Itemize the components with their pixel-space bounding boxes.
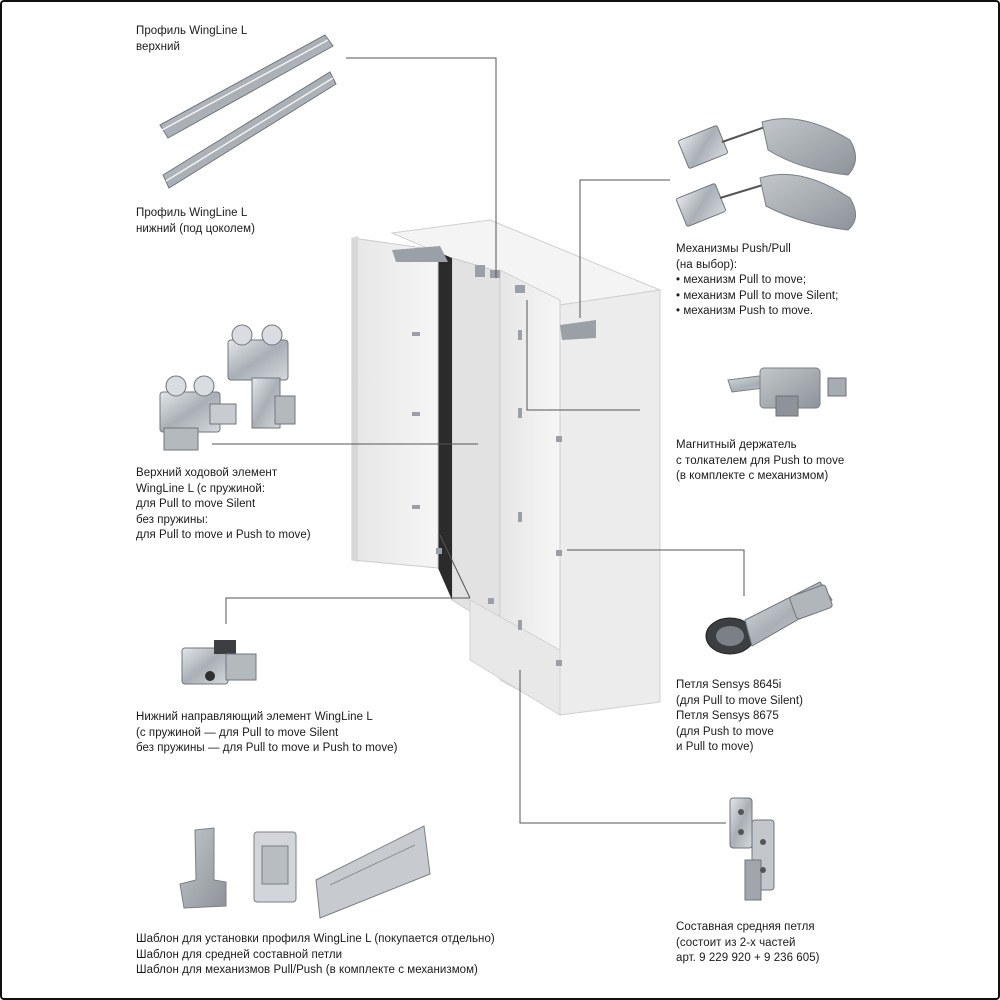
label-bottom-profile: Профиль WingLine L нижний (под цоколем) — [136, 206, 255, 237]
label-magnetic-holder: Магнитный держатель с толкателем для Pus… — [676, 438, 844, 485]
label-bottom-guide-line-3: без пружины — для Pull to move и Push to… — [136, 742, 398, 754]
label-top-runner-line-5: для Pull to move и Push to move) — [136, 529, 311, 541]
cabinet-gap — [438, 252, 452, 600]
label-push-pull-line-4: • механизм Pull to move Silent; — [676, 289, 839, 302]
callout-push-pull — [579, 179, 670, 318]
label-templates-line-3: Шаблон для механизмов Pull/Push (в компл… — [136, 964, 478, 976]
label-bottom-guide-line-2: (с пружиной — для Pull to move Silent — [136, 726, 339, 739]
label-top-runner-line-4: без пружины: — [136, 513, 208, 526]
label-hinge: Петля Sensys 8645i (для Pull to move Sil… — [676, 678, 803, 756]
label-bottom-guide: Нижний направляющий элемент WingLine L (… — [136, 710, 397, 757]
label-top-profile-line-2: верхний — [136, 40, 180, 53]
label-middle-hinge-line-3: арт. 9 229 920 + 9 236 605) — [676, 952, 820, 964]
label-hinge-line-1: Петля Sensys 8645i — [676, 679, 782, 691]
label-templates: Шаблон для установки профиля WingLine L … — [136, 932, 495, 979]
label-middle-hinge-line-1: Составная средняя петля — [676, 921, 815, 933]
hinge-sensys-illustration — [705, 581, 833, 655]
label-magnetic-holder-line-3: (в комплекте с механизмом) — [676, 470, 829, 482]
label-middle-hinge-line-2: (состоит из 2-х частей — [676, 936, 796, 949]
cabinet-door-left — [351, 237, 439, 569]
callout-top-profile — [346, 57, 497, 278]
label-top-runner-line-2: WingLine L (с пружиной: — [136, 482, 266, 495]
label-magnetic-holder-line-2: с толкателем для Push to move — [676, 454, 845, 467]
top-runner-illustration — [159, 324, 296, 451]
bottom-guide-illustration — [181, 640, 257, 685]
label-templates-line-2: Шаблон для средней составной петли — [136, 948, 343, 961]
push-pull-mechanisms-illustration — [676, 118, 856, 231]
templates-illustration — [179, 825, 431, 919]
callout-magnetic-holder — [526, 300, 640, 411]
label-push-pull-line-1: Механизмы Push/Pull — [676, 243, 791, 255]
callout-middle-hinge — [519, 670, 726, 824]
label-top-runner: Верхний ходовой элемент WingLine L (с пр… — [136, 466, 311, 544]
callout-lines — [212, 57, 745, 824]
label-bottom-profile-line-1: Профиль WingLine L — [136, 207, 248, 219]
magnetic-holder-illustration — [727, 367, 847, 417]
label-bottom-profile-line-2: нижний (под цоколем) — [136, 222, 255, 235]
label-hinge-line-5: и Pull to move) — [676, 741, 754, 753]
label-top-profile: Профиль WingLine L верхний — [136, 24, 247, 55]
label-templates-line-1: Шаблон для установки профиля WingLine L … — [136, 933, 495, 945]
label-top-runner-line-1: Верхний ходовой элемент — [136, 467, 278, 479]
label-magnetic-holder-line-1: Магнитный держатель — [676, 439, 797, 451]
label-push-pull-line-2: (на выбор): — [676, 258, 738, 271]
label-hinge-line-2: (для Pull to move Silent) — [676, 694, 803, 707]
callout-bottom-guide — [225, 597, 470, 624]
label-push-pull-line-5: • механизм Push to move. — [676, 305, 814, 317]
profile-rails-illustration — [159, 34, 337, 189]
label-push-pull: Механизмы Push/Pull (на выбор): • механи… — [676, 242, 838, 320]
label-hinge-line-4: (для Push to move — [676, 725, 774, 738]
label-top-runner-line-3: для Pull to move Silent — [136, 498, 256, 510]
label-push-pull-line-3: • механизм Pull to move; — [676, 274, 807, 286]
cabinet-body-side — [559, 289, 661, 716]
label-hinge-line-3: Петля Sensys 8675 — [676, 710, 779, 722]
middle-hinge-illustration — [729, 797, 775, 901]
callout-bottom-profile — [439, 534, 471, 599]
cabinet-plinth — [469, 599, 561, 716]
label-middle-hinge: Составная средняя петля (состоит из 2-х … — [676, 920, 820, 967]
cabinet-door-left-edge — [352, 236, 358, 562]
cabinet-illustration — [351, 219, 662, 716]
callout-hinge — [567, 549, 745, 596]
label-bottom-guide-line-1: Нижний направляющий элемент WingLine L — [136, 711, 373, 723]
label-top-profile-line-1: Профиль WingLine L — [136, 25, 248, 37]
